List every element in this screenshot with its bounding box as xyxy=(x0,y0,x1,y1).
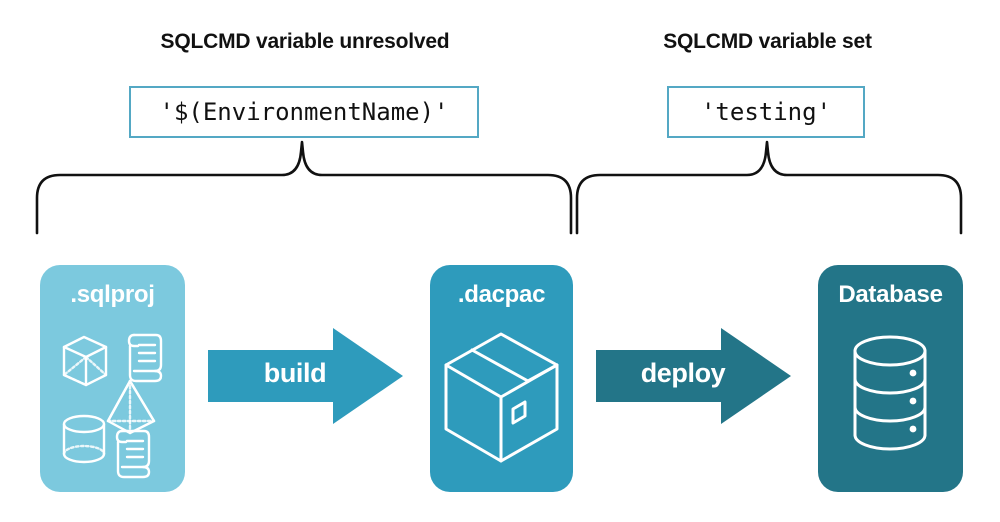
section-title-left: SQLCMD variable unresolved xyxy=(160,30,450,53)
arrow-deploy-icon xyxy=(596,328,791,424)
card-sqlproj-label: .sqlproj xyxy=(70,281,155,308)
code-box-resolved-variable: 'testing' xyxy=(667,86,865,138)
card-dacpac-label: .dacpac xyxy=(457,281,546,308)
card-database: Database xyxy=(818,265,963,492)
card-dacpac: .dacpac xyxy=(430,265,573,492)
code-box-unresolved-variable: '$(EnvironmentName)' xyxy=(129,86,479,138)
sqlproj-objects-icon xyxy=(62,333,163,479)
database-cylinder-icon xyxy=(853,335,927,451)
arrow-deploy: deploy xyxy=(596,328,796,424)
brace-right-icon xyxy=(575,140,963,235)
brace-left-icon xyxy=(35,140,573,235)
card-database-label: Database xyxy=(838,281,943,308)
card-sqlproj: .sqlproj xyxy=(40,265,185,492)
arrow-build-icon xyxy=(208,328,403,424)
arrow-build: build xyxy=(208,328,408,424)
brace-group xyxy=(35,140,963,235)
section-title-right: SQLCMD variable set xyxy=(663,30,872,53)
package-box-icon xyxy=(444,332,559,463)
